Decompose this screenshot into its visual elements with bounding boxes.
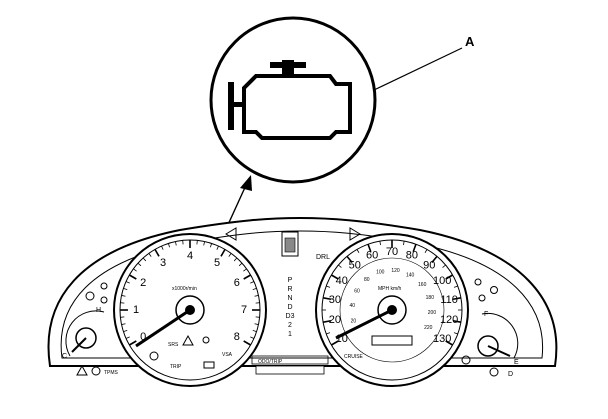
- dial-number: 5: [214, 257, 220, 269]
- indicator-icon: [490, 368, 498, 376]
- fuel-full-label: F: [484, 311, 488, 318]
- kmh-number: 100: [376, 270, 385, 276]
- kmh-number: 220: [424, 325, 433, 331]
- warning-triangle-icon: [77, 366, 87, 375]
- dial-number: 100: [433, 275, 451, 287]
- gear-position-label: 1: [288, 331, 292, 338]
- kmh-number: 200: [428, 310, 437, 316]
- srs-label: SRS: [168, 342, 179, 348]
- kmh-number: 180: [426, 295, 435, 301]
- kmh-number: 140: [406, 272, 415, 278]
- vsa-label: VSA: [222, 352, 233, 358]
- drl-label: DRL: [316, 254, 330, 261]
- d-right-label: D: [508, 371, 513, 378]
- callout-label-a: A: [465, 34, 475, 49]
- fuel-empty-label: E: [514, 359, 519, 366]
- kmh-number: 80: [364, 277, 370, 283]
- gear-position-label: D: [287, 304, 292, 311]
- kmh-number: 40: [350, 303, 356, 309]
- dial-number: 120: [440, 314, 458, 326]
- dial-number: 8: [234, 331, 240, 343]
- dial-number: 1: [133, 304, 139, 316]
- kmh-number: 120: [391, 268, 400, 274]
- dial-number: 130: [433, 333, 451, 345]
- gear-position-label: R: [287, 286, 292, 293]
- dial-number: 50: [349, 260, 361, 272]
- gear-position-label: P: [288, 277, 293, 284]
- temp-cold-label: C: [62, 353, 67, 360]
- kmh-number: 160: [418, 282, 427, 288]
- dial-number: 20: [329, 314, 341, 326]
- dial-number: 6: [234, 277, 240, 289]
- speedometer-unit: MPH km/h: [378, 286, 402, 292]
- cruise-label: CRUISE: [344, 354, 364, 360]
- dial-number: 7: [241, 304, 247, 316]
- tpms-label: TPMS: [104, 370, 119, 376]
- dial-number: 4: [187, 250, 193, 262]
- tach-trip-label: TRIP: [170, 364, 182, 370]
- dial-number: 60: [366, 249, 378, 261]
- dial-number: 2: [140, 277, 146, 289]
- dial-number: 80: [406, 249, 418, 261]
- gear-position-label: D3: [286, 313, 295, 320]
- dial-number: 90: [423, 260, 435, 272]
- gear-position-label: N: [287, 295, 292, 302]
- dial-number: 110: [440, 294, 458, 306]
- dial-number: 40: [336, 275, 348, 287]
- callout-a-leader: [374, 48, 462, 90]
- dial-number: 3: [160, 257, 166, 269]
- kmh-number: 60: [354, 289, 360, 295]
- temp-hot-label: H: [96, 307, 101, 314]
- dial-number: 30: [329, 294, 341, 306]
- tpms-icon: [92, 367, 100, 375]
- gear-position-label: 2: [288, 322, 292, 329]
- callout-magnifier: [211, 18, 375, 182]
- kmh-number: 20: [351, 318, 357, 324]
- odo-trip-label: ODO/TRIP: [258, 359, 283, 365]
- dial-number: 70: [386, 246, 398, 258]
- tachometer-unit: x1000r/min: [172, 286, 197, 292]
